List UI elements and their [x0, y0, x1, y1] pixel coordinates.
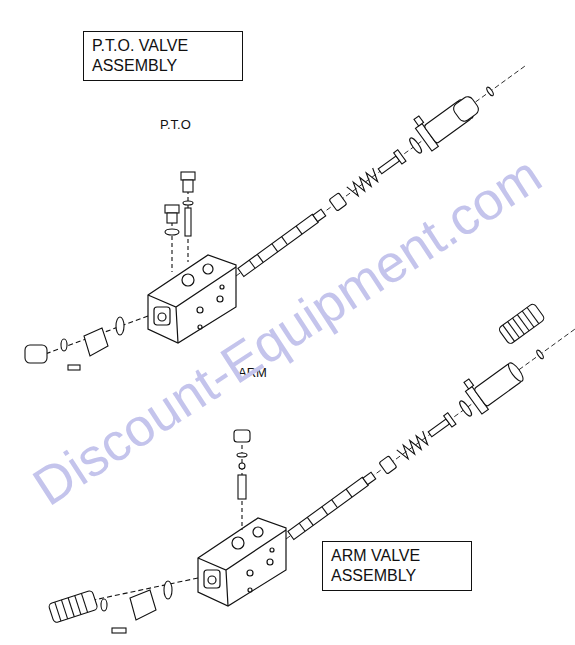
watermark: Discount-Equipment.com [22, 144, 552, 518]
title-text: ARM VALVE ASSEMBLY [331, 546, 463, 586]
part-group-label: P.T.O [160, 117, 191, 132]
title-box: ARM VALVE ASSEMBLY [322, 541, 472, 591]
part-group-label: ARM [238, 365, 267, 380]
title-box: P.T.O. VALVE ASSEMBLY [83, 31, 243, 81]
title-text: P.T.O. VALVE ASSEMBLY [92, 36, 234, 76]
